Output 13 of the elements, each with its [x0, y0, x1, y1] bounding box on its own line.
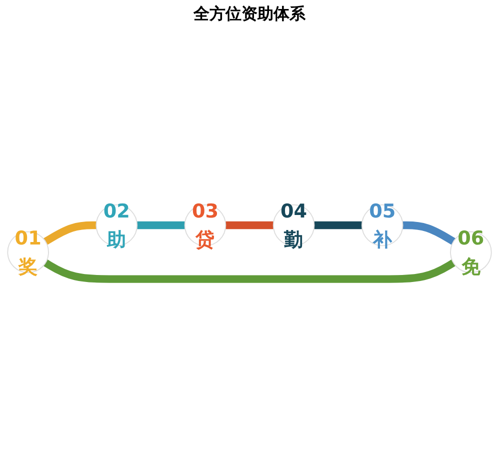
connector — [44, 260, 456, 284]
node-label: 贷 — [196, 228, 215, 252]
connector — [402, 222, 456, 246]
node-circle: 04 勤 — [272, 204, 315, 246]
connector — [314, 222, 362, 230]
node-circle: 02 助 — [96, 204, 138, 246]
node-label: 奖 — [18, 255, 38, 278]
node-circle: 05 补 — [361, 204, 404, 246]
connector — [226, 222, 274, 230]
node-circle: 06 免 — [450, 232, 492, 274]
connector — [44, 222, 96, 246]
connector — [137, 222, 185, 230]
center-title: 全方位资助体系 — [194, 4, 306, 25]
